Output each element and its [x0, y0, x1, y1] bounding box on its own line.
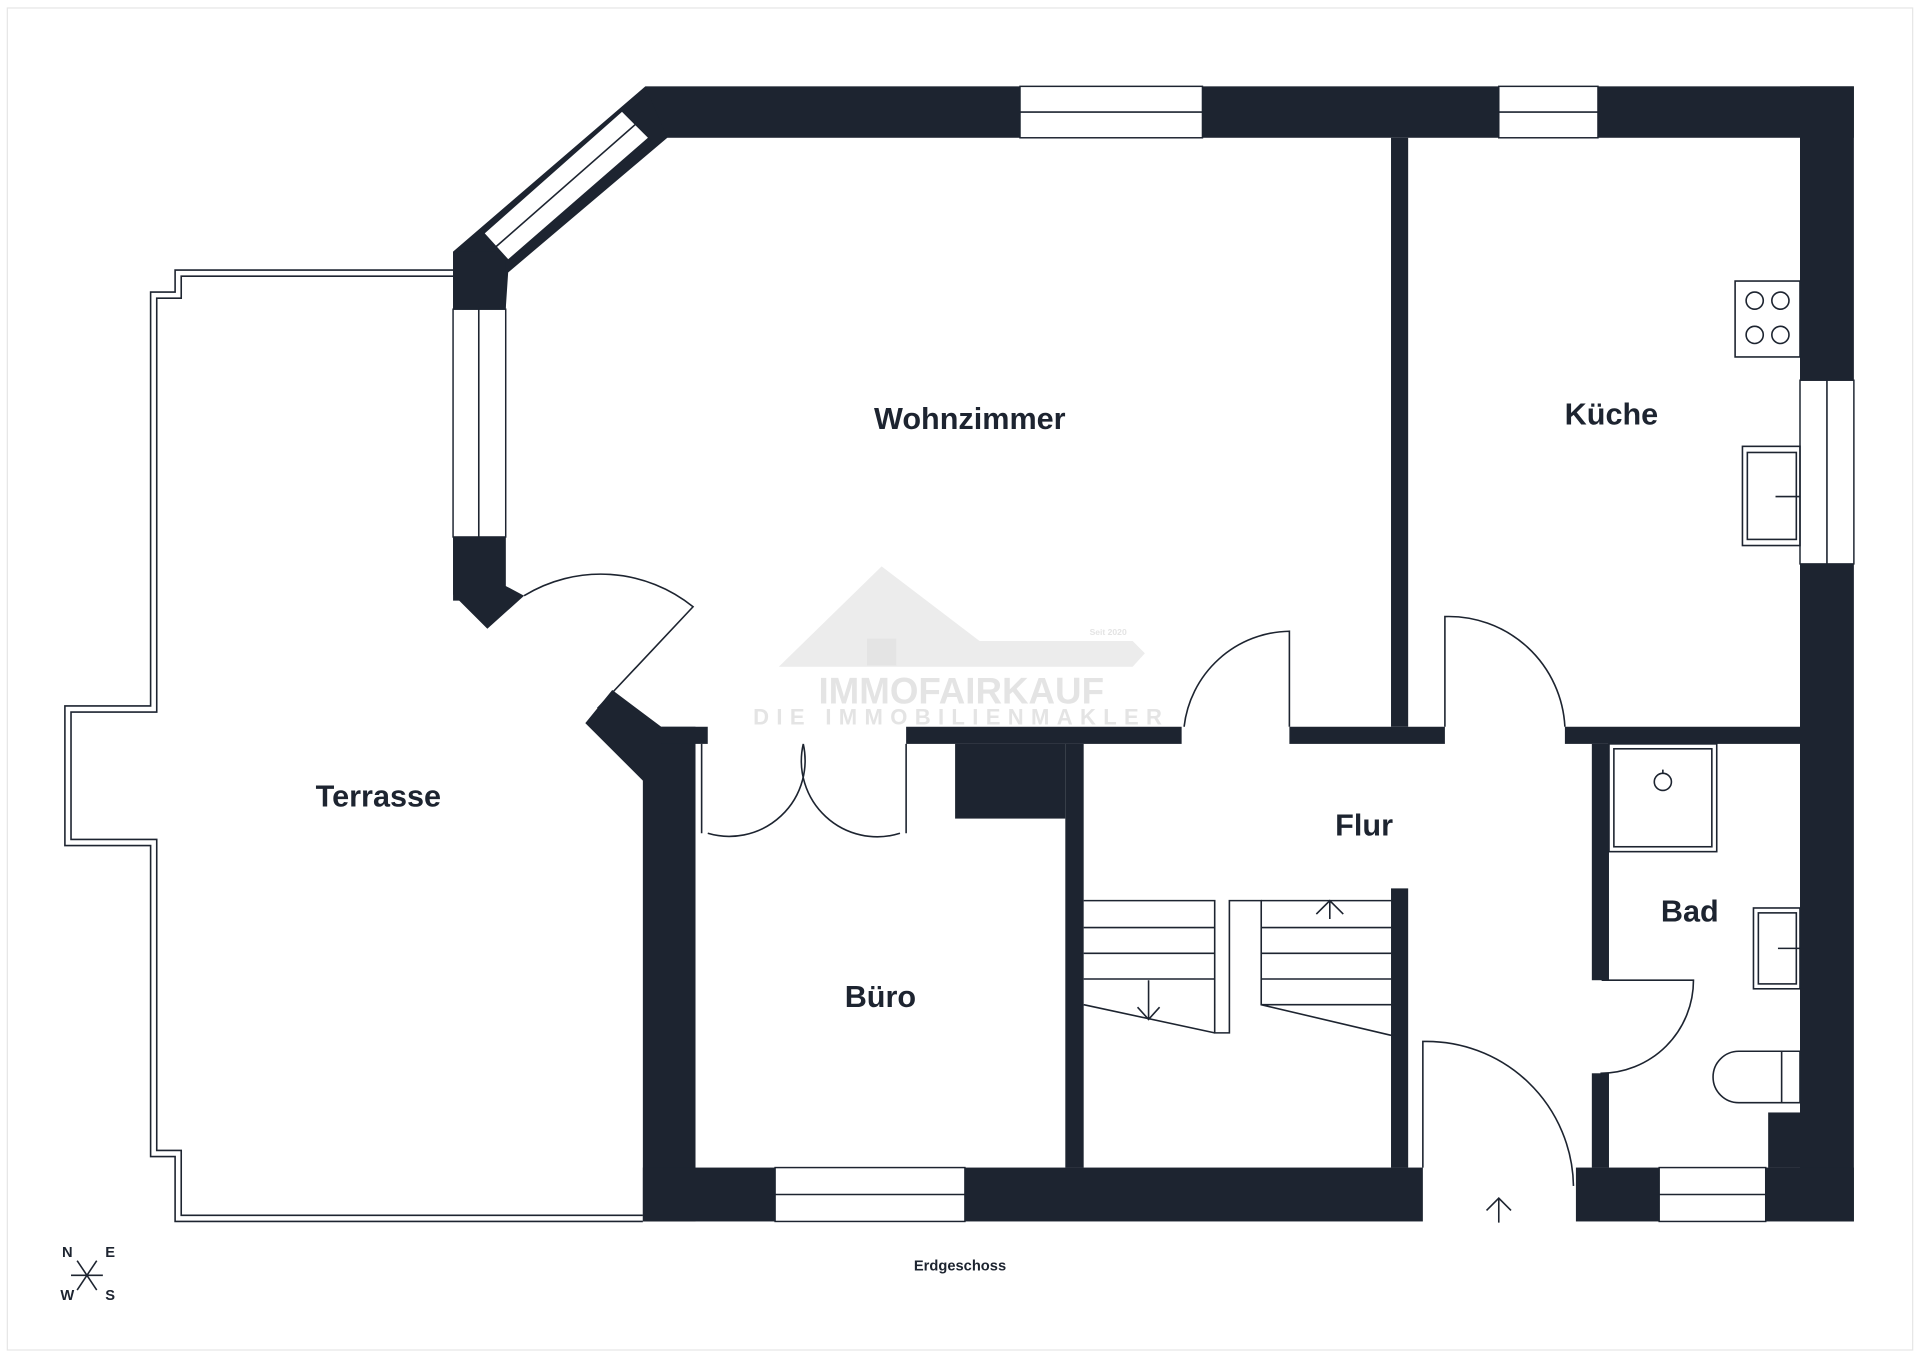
fixtures	[1608, 280, 1801, 1104]
room-label-wohnzimmer: Wohnzimmer	[874, 402, 1066, 436]
room-label-kueche: Küche	[1565, 397, 1659, 431]
stove-icon	[1734, 280, 1801, 358]
watermark-logo: IMMOFAIRKAUF DIE IMMOBILIENMAKLER Seit 2…	[753, 566, 1169, 729]
compass-n: N	[62, 1245, 73, 1261]
walls	[453, 86, 1854, 1222]
toilet-icon	[1712, 1050, 1801, 1104]
compass-e: E	[105, 1245, 115, 1261]
room-label-terrasse: Terrasse	[316, 779, 441, 813]
staircase	[1083, 899, 1512, 1223]
watermark-since: Seit 2020	[1090, 627, 1127, 637]
room-label-bad: Bad	[1661, 894, 1719, 928]
doors	[523, 573, 1695, 1186]
watermark-brand: IMMOFAIRKAUF	[818, 670, 1104, 711]
compass-icon: N E W S	[60, 1245, 115, 1304]
floor-label: Erdgeschoss	[914, 1258, 1006, 1274]
windows	[452, 85, 1855, 1223]
page-border	[6, 7, 1914, 1351]
room-label-buero: Büro	[845, 980, 916, 1014]
terrace-outline	[64, 269, 643, 1223]
room-label-flur: Flur	[1335, 809, 1393, 843]
compass-w: W	[60, 1288, 74, 1304]
entrance-arrow-icon	[1485, 1197, 1512, 1223]
watermark-tagline: DIE IMMOBILIENMAKLER	[753, 704, 1169, 729]
shower-icon	[1608, 743, 1718, 853]
compass-s: S	[105, 1288, 115, 1304]
